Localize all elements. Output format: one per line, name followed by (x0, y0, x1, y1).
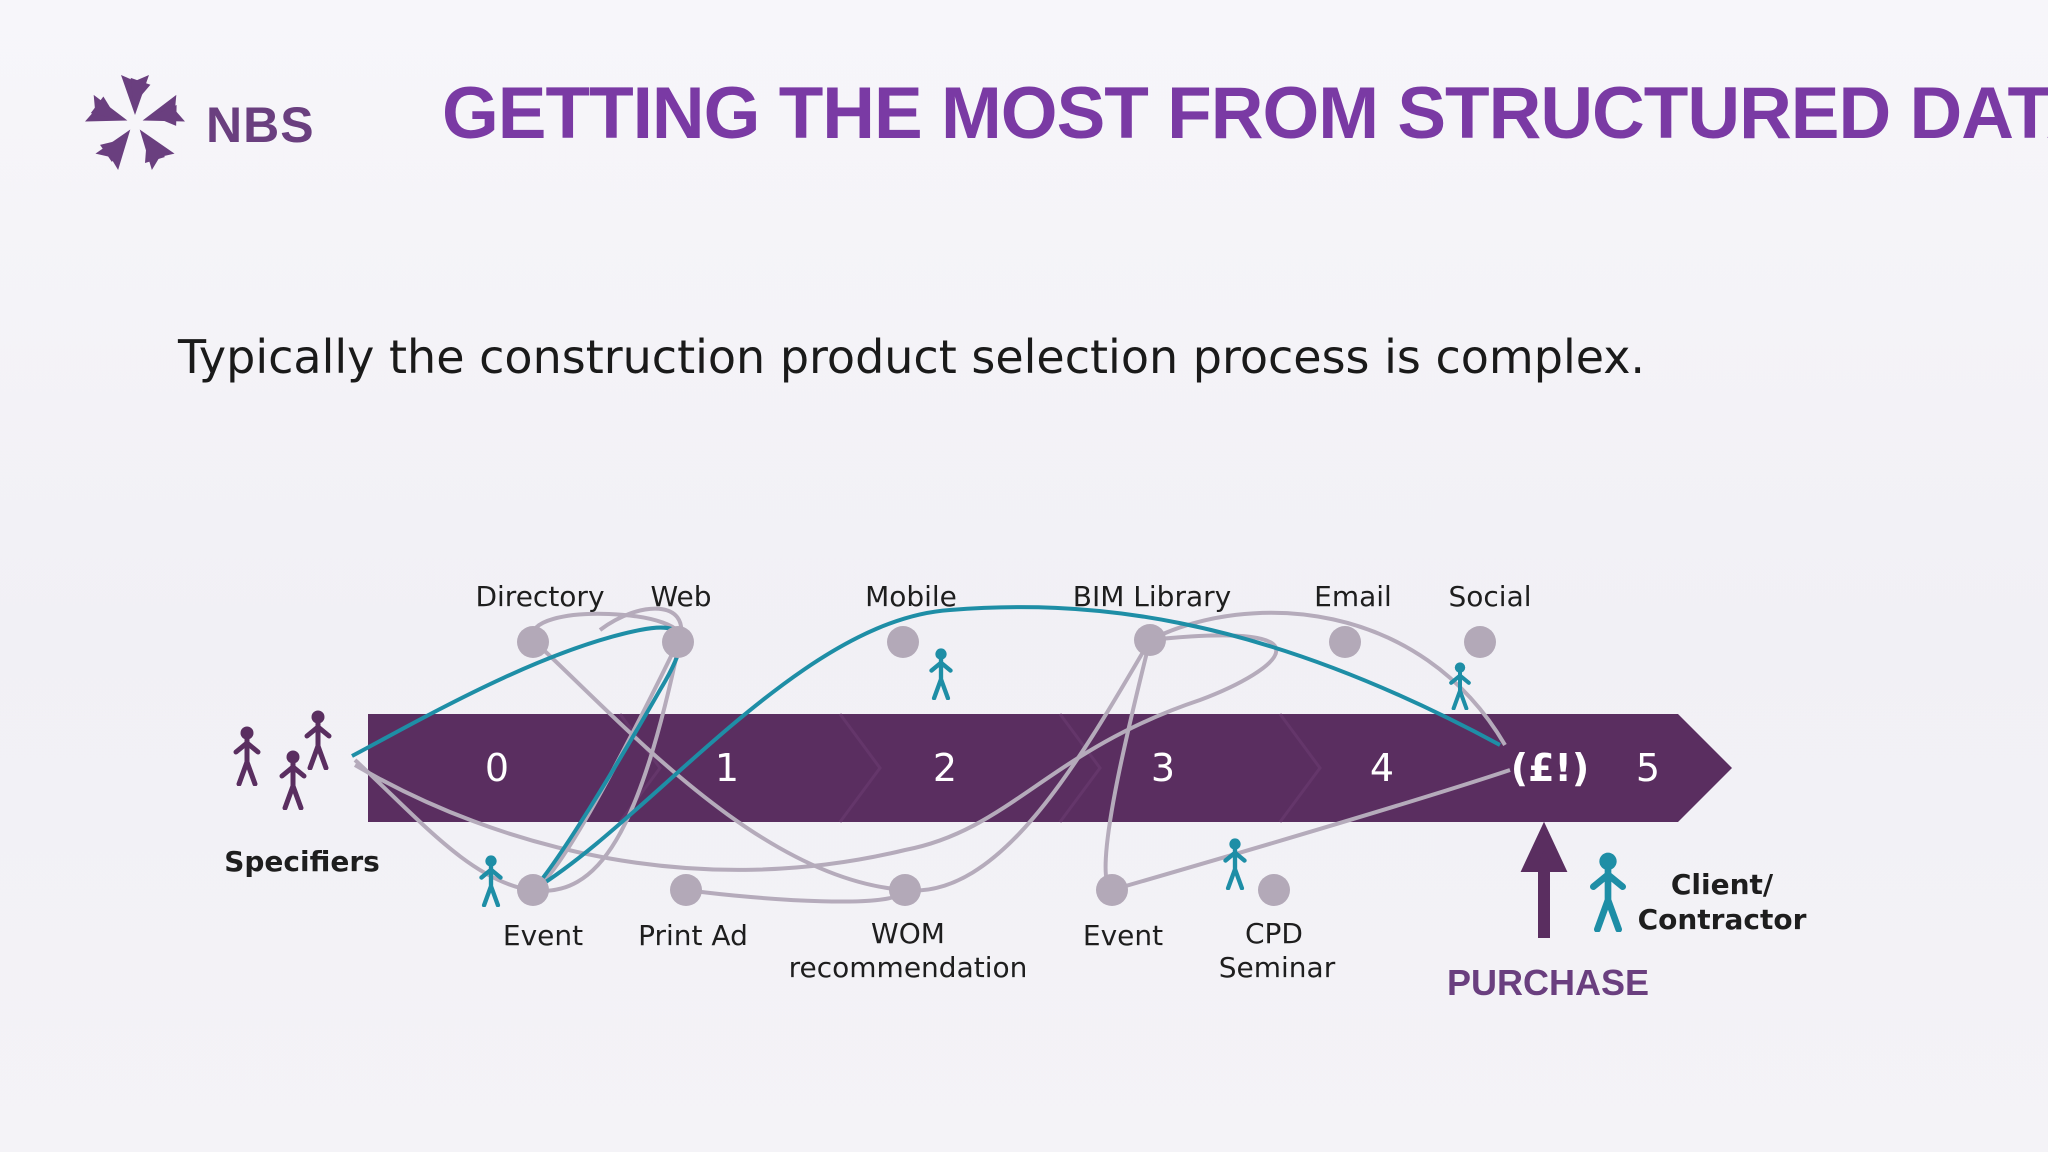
purchase-arrow-icon (1520, 821, 1568, 938)
subtitle: Typically the construction product selec… (178, 330, 1646, 384)
stage-2: 2 (933, 746, 957, 790)
specifiers-icon (236, 711, 329, 809)
stage-3: 3 (1151, 746, 1175, 790)
label-directory: Directory (475, 580, 604, 613)
label-seminar: Seminar (1219, 951, 1336, 984)
label-mobile: Mobile (865, 580, 957, 613)
label-client: Client/ (1671, 868, 1774, 901)
stage-5: 5 (1636, 746, 1660, 790)
node-cpd (1258, 874, 1290, 906)
node-print-ad (670, 874, 702, 906)
label-bim-library: BIM Library (1073, 580, 1231, 613)
label-purchase: PURCHASE (1447, 962, 1649, 1003)
stage-0: 0 (485, 746, 509, 790)
node-wom (889, 874, 921, 906)
process-arrow (368, 714, 1732, 822)
label-event-2: Event (1083, 919, 1163, 952)
label-wom: WOM (871, 917, 945, 950)
label-contractor: Contractor (1638, 903, 1807, 936)
page-title: GETTING THE MOST FROM STRUCTURED DATA (442, 73, 2048, 154)
walker-near-mobile-icon (931, 648, 950, 698)
label-social: Social (1448, 580, 1531, 613)
purchase-marker: (£!) (1511, 746, 1590, 790)
node-event-2 (1096, 874, 1128, 906)
client-contractor-icon (1593, 853, 1622, 930)
stage-4: 4 (1370, 746, 1394, 790)
node-email (1329, 626, 1361, 658)
node-web (662, 626, 694, 658)
label-event-1: Event (503, 919, 583, 952)
node-directory (517, 626, 549, 658)
label-email: Email (1314, 580, 1392, 613)
node-mobile (887, 626, 919, 658)
nbs-logo-icon (85, 75, 185, 171)
walker-near-social-icon (1449, 662, 1471, 710)
node-event-1 (517, 874, 549, 906)
label-cpd: CPD (1245, 917, 1303, 950)
stage-1: 1 (715, 746, 739, 790)
walker-near-cpd-icon (1225, 838, 1244, 888)
label-specifiers: Specifiers (224, 845, 380, 878)
label-recommendation: recommendation (789, 951, 1028, 984)
node-bim-library (1134, 624, 1166, 656)
label-print-ad: Print Ad (638, 919, 748, 952)
label-web: Web (650, 580, 711, 613)
logo-text: NBS (206, 97, 315, 153)
node-social (1464, 626, 1496, 658)
